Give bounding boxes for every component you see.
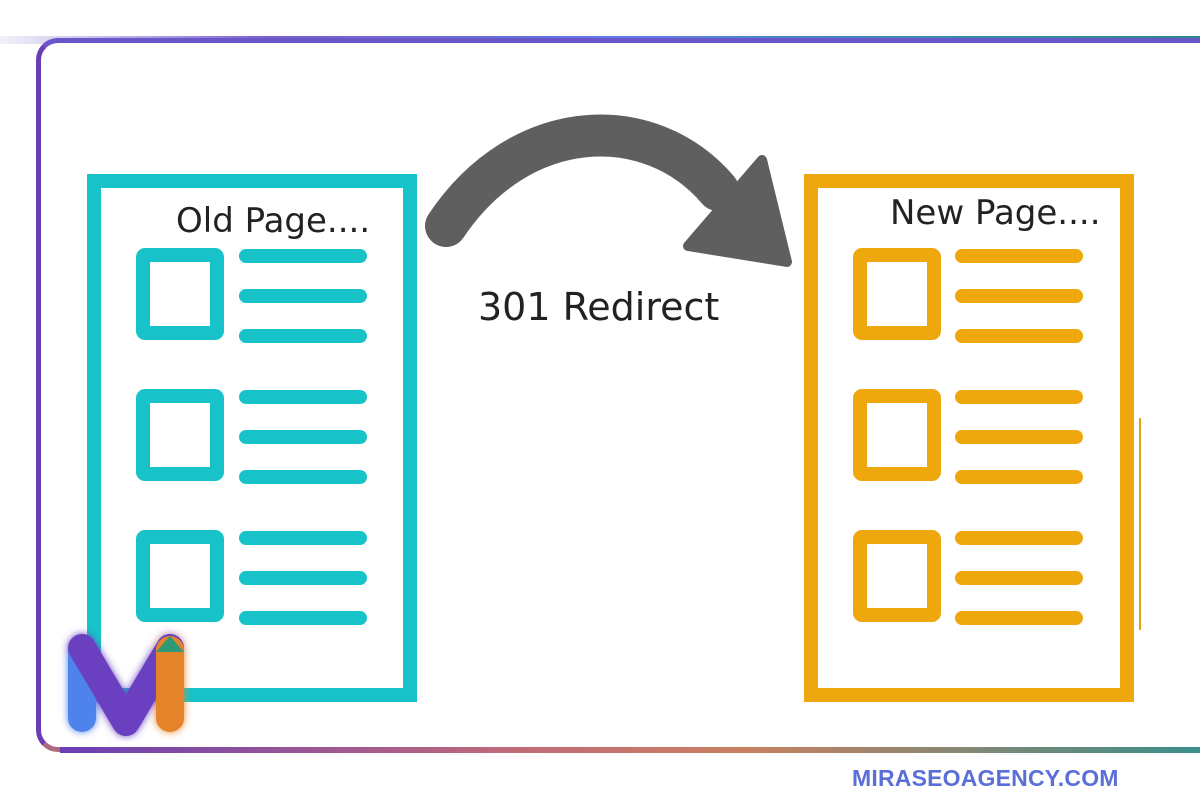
old-page-row-2 [136,389,367,484]
new-page-label: New Page.... [890,193,1101,233]
new-page-row-1 [853,248,1083,343]
new-page-document: New Page.... [804,174,1134,702]
new-page-row-3 [853,530,1083,625]
old-page-document: Old Page.... [87,174,417,702]
redirect-label: 301 Redirect [478,285,719,329]
old-page-row-1 [136,248,367,343]
frame-bottom-border [60,747,1200,753]
new-page-outline [804,174,1134,702]
new-page-row-2 [853,389,1083,484]
brand-logo-icon [68,634,184,736]
old-page-label: Old Page.... [176,201,370,241]
brand-website-text: MIRASEOAGENCY.COM [852,765,1119,791]
old-page-outline [87,174,417,702]
old-page-row-3 [136,530,367,625]
redirect-arrow-icon [425,114,792,267]
